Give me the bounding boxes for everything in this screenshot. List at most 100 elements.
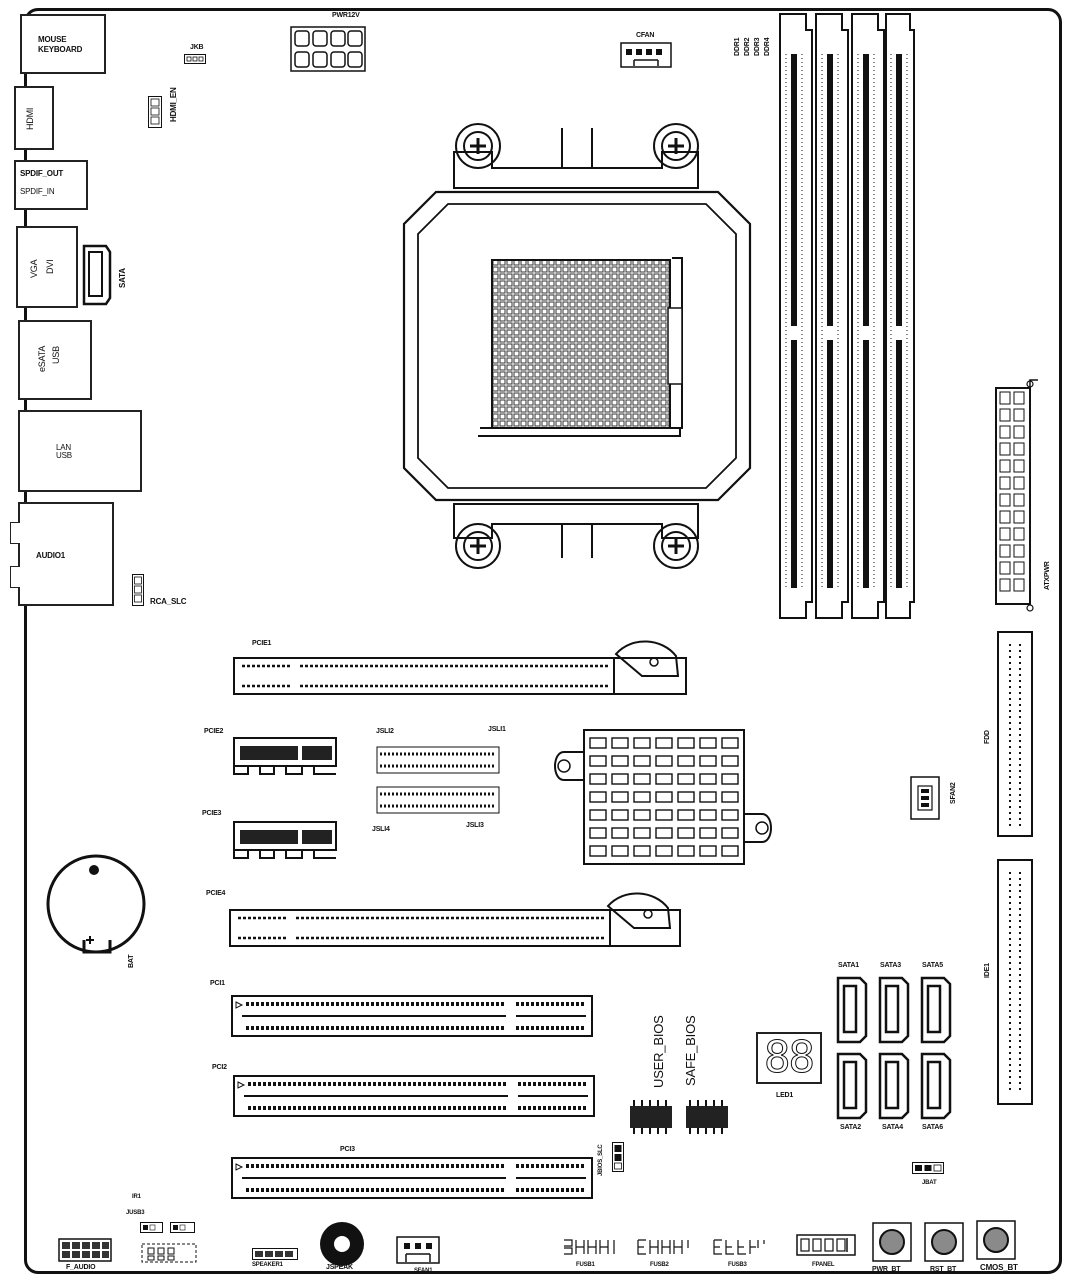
jsli3-label: JSLI3 xyxy=(466,822,484,829)
ps2-label-keyboard: KEYBOARD xyxy=(38,45,83,54)
pcie3-label: PCIE3 xyxy=(202,810,222,817)
pci3-slot xyxy=(231,1157,593,1199)
jkb-label: JKB xyxy=(190,44,204,51)
sata-connector-label: SATA xyxy=(118,268,127,288)
sata4-label: SATA4 xyxy=(882,1124,903,1131)
fusb3-label: FUSB3 xyxy=(728,1262,747,1268)
sata5-label: SATA5 xyxy=(922,962,943,969)
cmos-clear-button[interactable] xyxy=(976,1220,1016,1260)
pci1-label: PCI1 xyxy=(210,980,225,987)
jsli-top-jumper-block xyxy=(376,746,500,774)
ddr-slots xyxy=(779,13,915,619)
fusb2-header xyxy=(637,1239,689,1255)
esata-usb-port xyxy=(18,320,92,400)
audio-jack-bump-top xyxy=(10,522,20,544)
lan-label: LAN xyxy=(56,443,71,452)
fdd-label: FDD xyxy=(984,730,991,744)
debug-led-display xyxy=(756,1032,822,1084)
hdmi-port xyxy=(14,86,54,150)
jsli4-label: JSLI4 xyxy=(372,826,390,833)
sata-ports xyxy=(836,976,952,1120)
user-bios-label: USER_BIOS xyxy=(651,1015,666,1088)
fusb3-header xyxy=(713,1239,765,1255)
jsli2-label: JSLI2 xyxy=(376,728,394,735)
atxpwr-label: ATXPWR xyxy=(1044,561,1051,590)
cfan-label: CFAN xyxy=(636,32,655,39)
safe-bios-label: SAFE_BIOS xyxy=(683,1015,698,1086)
sata2-label: SATA2 xyxy=(840,1124,861,1131)
sfan1-header xyxy=(396,1236,440,1264)
ps2-label-mouse: MOUSE xyxy=(38,35,67,44)
audio-port xyxy=(18,502,114,606)
jbat-label: JBAT xyxy=(922,1180,937,1186)
ide-connector xyxy=(997,859,1033,1105)
rca-slc-jumper xyxy=(132,574,144,606)
hdmi-en-label: HDMI_EN xyxy=(169,87,178,122)
dvi-label: DVI xyxy=(45,259,55,274)
safe-bios-chip xyxy=(686,1100,728,1134)
sata6-label: SATA6 xyxy=(922,1124,943,1131)
speaker-label: SPEAKER1 xyxy=(252,1262,283,1268)
pcie3-slot xyxy=(233,821,337,859)
cmos-clear-button-label: CMOS_BT xyxy=(980,1263,1018,1272)
jbat-jumper xyxy=(912,1162,944,1174)
ddr4-label: DDR4 xyxy=(764,37,771,56)
sfan1-label: SFAN1 xyxy=(414,1268,433,1274)
cfan-header xyxy=(620,42,672,68)
jsli1-label: JSLI1 xyxy=(488,726,506,733)
speaker-header xyxy=(252,1248,298,1260)
cpu-socket-retention-bracket xyxy=(402,123,752,569)
fusb1-label: FUSB1 xyxy=(576,1262,595,1268)
sata3-label: SATA3 xyxy=(880,962,901,969)
pci1-slot xyxy=(231,995,593,1037)
pwr12v-label: PWR12V xyxy=(332,12,360,19)
atx-power-connector xyxy=(995,379,1038,612)
ddr2-label: DDR2 xyxy=(744,37,751,56)
jspeak-buzzer xyxy=(320,1222,364,1266)
pcie4-label: PCIE4 xyxy=(206,890,226,897)
led1-label: LED1 xyxy=(776,1092,794,1099)
pci2-slot xyxy=(233,1075,595,1117)
pci2-label: PCI2 xyxy=(212,1064,227,1071)
hdmi-en-jumper xyxy=(148,96,162,128)
pcie4-slot xyxy=(229,892,681,947)
esata-label: eSATA xyxy=(37,345,47,372)
sata1-label: SATA1 xyxy=(838,962,859,969)
jusb-label: JUSB3 xyxy=(126,1210,145,1216)
reset-button-label: RST_BT xyxy=(930,1266,957,1273)
f-audio-header xyxy=(58,1238,112,1262)
ddr1-label: DDR1 xyxy=(734,37,741,56)
jspeak-label: JSPEAK xyxy=(326,1264,353,1271)
sfan2-label: SFAN2 xyxy=(950,782,957,804)
cmos-battery xyxy=(46,854,146,954)
usb-label: USB xyxy=(51,346,61,364)
pcie1-label: PCIE1 xyxy=(252,640,272,647)
power-button-label: PWR_BT xyxy=(872,1266,901,1273)
lan-usb-port xyxy=(18,410,142,492)
sfan2-header xyxy=(910,776,940,820)
hdmi-port-label: HDMI xyxy=(25,107,35,130)
ir-label: IR1 xyxy=(132,1194,141,1200)
vga-dvi-port xyxy=(16,226,78,308)
fpanel-label: FPANEL xyxy=(812,1262,835,1268)
ir-header xyxy=(141,1243,197,1263)
jbios-slc-label: JBIOS_SLC xyxy=(598,1144,604,1176)
pcie2-slot xyxy=(233,737,337,775)
fusb1-header xyxy=(564,1239,615,1255)
spdif-in-label: SPDIF_IN xyxy=(20,187,55,196)
ddr3-label: DDR3 xyxy=(754,37,761,56)
pwr12v-connector xyxy=(290,26,366,72)
f-audio-label: F_AUDIO xyxy=(66,1264,96,1271)
jusb-jumper xyxy=(140,1222,195,1233)
power-button[interactable] xyxy=(872,1222,912,1262)
ide-label: IDE1 xyxy=(984,963,991,978)
rca-slc-label: RCA_SLC xyxy=(150,597,187,606)
spdif-port xyxy=(14,160,88,210)
reset-button[interactable] xyxy=(924,1222,964,1262)
audio-port-label: AUDIO1 xyxy=(36,551,66,560)
user-bios-chip xyxy=(630,1100,672,1134)
ps2-port xyxy=(20,14,106,74)
fpanel-header xyxy=(796,1234,856,1256)
cpu-socket-pin-grid xyxy=(478,257,683,437)
fusb2-label: FUSB2 xyxy=(650,1262,669,1268)
